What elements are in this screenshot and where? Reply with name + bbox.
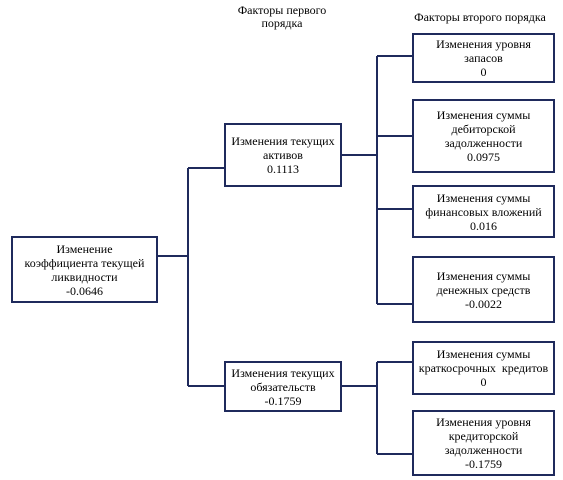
first-order-box-liabilities: Изменения текущих обязательств -0.1759 [224, 361, 342, 412]
payables-value: -0.1759 [465, 457, 502, 471]
cash-label-line-1: Изменения суммы [436, 268, 531, 283]
second-order-box-payables: Изменения уровня кредиторской задолженно… [412, 410, 555, 476]
short-loans-label-line-2: краткосрочных кредитов [418, 361, 549, 375]
inventory-label-line-2: запасов [464, 51, 503, 65]
inventory-label-line-1: Изменения уровня [436, 37, 531, 51]
root-label-line-2: коэффициента текущей [24, 255, 145, 270]
header-second-order: Факторы второго порядка [400, 11, 560, 24]
liabilities-value: -0.1759 [264, 393, 302, 408]
root-label-line-3: ликвидности [51, 269, 118, 284]
payables-label-line-2: кредиторской [448, 429, 519, 443]
liabilities-label-line-1: Изменения текущих [231, 365, 335, 380]
investments-label-line-2: финансовых вложений [425, 204, 542, 219]
payables-label-line-3: задолженности [444, 443, 523, 457]
cash-label-line-2: денежных средств [436, 282, 531, 297]
assets-label-line-1: Изменения текущих [231, 134, 335, 148]
first-order-box-assets: Изменения текущих активов 0.1113 [224, 123, 342, 187]
payables-label-line-1: Изменения уровня [436, 415, 531, 429]
header-second-order-label: Факторы второго порядка [414, 10, 546, 24]
second-order-box-receivables: Изменения суммы дебиторской задолженност… [412, 99, 555, 173]
header-first-order-line-1: Факторы первого [237, 3, 327, 17]
liabilities-label-line-2: обязательств [250, 379, 316, 394]
assets-value: 0.1113 [266, 162, 300, 176]
investments-value: 0.016 [470, 218, 497, 233]
short-loans-label-line-1: Изменения суммы [436, 347, 531, 361]
root-box: Изменение коэффициента текущей ликвиднос… [11, 236, 158, 303]
assets-label-line-2: активов [263, 148, 303, 162]
short-loans-value: 0 [480, 375, 487, 389]
cash-value: -0.0022 [465, 296, 502, 311]
root-value: -0.0646 [66, 283, 103, 298]
receivables-label-line-3: задолженности [444, 136, 523, 150]
receivables-label-line-1: Изменения суммы [436, 108, 531, 122]
root-label-line-1: Изменение [56, 241, 113, 256]
second-order-box-investments: Изменения суммы финансовых вложений 0.01… [412, 185, 555, 238]
investments-label-line-1: Изменения суммы [436, 190, 531, 205]
second-order-box-cash: Изменения суммы денежных средств -0.0022 [412, 256, 555, 323]
header-first-order-line-2: порядка [261, 16, 303, 30]
header-first-order: Факторы первого порядка [222, 4, 342, 30]
inventory-value: 0 [480, 65, 487, 79]
second-order-box-inventory: Изменения уровня запасов 0 [412, 33, 555, 83]
receivables-label-line-2: дебиторской [451, 122, 516, 136]
second-order-box-short-loans: Изменения суммы краткосрочных кредитов 0 [412, 341, 555, 395]
receivables-value: 0.0975 [467, 150, 500, 164]
